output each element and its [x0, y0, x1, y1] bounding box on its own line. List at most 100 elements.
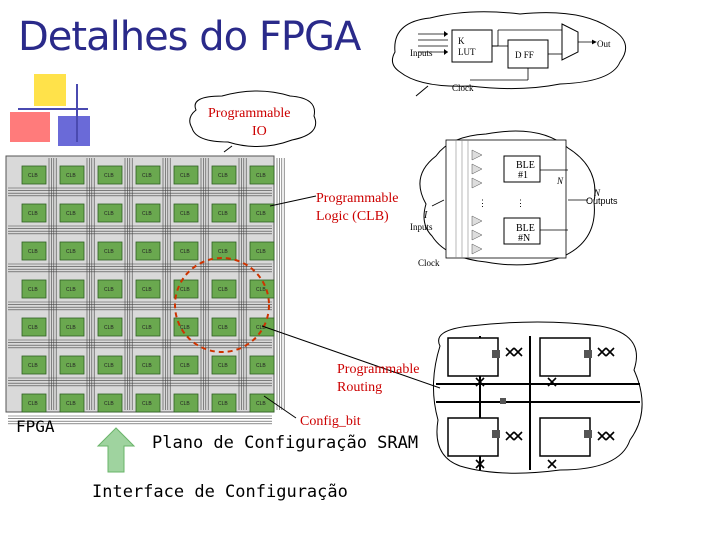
clb-block — [173, 355, 199, 375]
blen-label-line1: BLE — [516, 223, 535, 234]
lut-label-k: K — [458, 36, 465, 46]
clb-block — [59, 241, 85, 261]
ble-detail-cloud — [391, 11, 627, 97]
clb-label: CLB — [218, 287, 228, 293]
clb-block — [21, 279, 47, 299]
clb-block — [21, 355, 47, 375]
clb-label: CLB — [180, 287, 190, 293]
clb-label: CLB — [28, 249, 38, 255]
svg-text:⋮: ⋮ — [478, 198, 487, 208]
clb-label: CLB — [256, 325, 266, 331]
clb-label: CLB — [28, 363, 38, 369]
clb-label: CLB — [28, 211, 38, 217]
clb-block — [135, 279, 161, 299]
prog-io-label-line2: IO — [252, 124, 267, 139]
clb-label: CLB — [142, 211, 152, 217]
clb-label: CLB — [256, 249, 266, 255]
clb-block — [211, 317, 237, 337]
cluster-clock-label: Clock — [418, 258, 440, 268]
clb-label: CLB — [180, 401, 190, 407]
clb-label: CLB — [256, 211, 266, 217]
clb-block — [97, 317, 123, 337]
blue-horizontal-line — [18, 108, 88, 110]
clb-label: CLB — [104, 211, 114, 217]
clb-label: CLB — [142, 249, 152, 255]
clb-block — [211, 393, 237, 413]
clb-label: CLB — [180, 211, 190, 217]
svg-text:⋮: ⋮ — [516, 198, 525, 208]
clb-block — [21, 165, 47, 185]
clb-label: CLB — [180, 173, 190, 179]
clb-block — [135, 317, 161, 337]
lut-box — [451, 29, 493, 63]
clb-block — [21, 317, 47, 337]
yellow-square-decoration — [34, 74, 66, 106]
clb-label: CLB — [142, 287, 152, 293]
dashed-focus-circle — [174, 257, 270, 353]
clb-label: CLB — [142, 401, 152, 407]
clb-block — [97, 393, 123, 413]
clb-block — [21, 393, 47, 413]
page-title: Detalhes do FPGA — [18, 14, 361, 60]
ble1-label-line2: #1 — [518, 170, 528, 181]
clb-label: CLB — [218, 401, 228, 407]
clb-block — [135, 241, 161, 261]
clb-block — [249, 203, 275, 223]
n-top-label: N — [556, 176, 564, 186]
blue-vertical-line — [76, 84, 78, 142]
i-label: I — [423, 210, 428, 221]
outputs-label: Outputs — [586, 196, 618, 206]
clb-block — [135, 355, 161, 375]
clb-label: CLB — [104, 249, 114, 255]
clb-block — [97, 241, 123, 261]
routing-pointer-line — [261, 325, 441, 389]
up-arrow-icon — [96, 427, 136, 473]
clb-block — [135, 393, 161, 413]
lut-label-lut: LUT — [458, 47, 476, 57]
clb-block — [97, 203, 123, 223]
clb-block — [173, 165, 199, 185]
clb-label: CLB — [28, 325, 38, 331]
clb-block — [135, 165, 161, 185]
clb-block — [59, 165, 85, 185]
clb-block — [211, 165, 237, 185]
clb-label: CLB — [104, 401, 114, 407]
clb-label: CLB — [180, 363, 190, 369]
prog-routing-label-line1: Programmable — [337, 362, 419, 377]
clb-block — [59, 317, 85, 337]
clb-block — [97, 279, 123, 299]
clb-block — [59, 279, 85, 299]
config-interface-label: Interface de Configuração — [92, 482, 348, 502]
clb-label: CLB — [180, 249, 190, 255]
prog-routing-label-line2: Routing — [337, 380, 382, 395]
clb-block — [135, 203, 161, 223]
clb-label: CLB — [218, 363, 228, 369]
inputs-label: Inputs — [410, 48, 433, 58]
clb-block — [59, 203, 85, 223]
clb-block — [173, 203, 199, 223]
config-plane-label: Plano de Configuração SRAM — [152, 433, 418, 453]
ble1-label-line1: BLE — [516, 160, 535, 171]
clb-label: CLB — [66, 363, 76, 369]
clb-label: CLB — [28, 401, 38, 407]
clb-label: CLB — [218, 249, 228, 255]
clb-label: CLB — [142, 173, 152, 179]
clb-label: CLB — [28, 173, 38, 179]
clb-label: CLB — [66, 325, 76, 331]
clb-block — [173, 241, 199, 261]
clb-block — [249, 241, 275, 261]
clb-label: CLB — [180, 325, 190, 331]
clb-block — [97, 165, 123, 185]
clb-block — [173, 393, 199, 413]
ble-n-box — [503, 217, 541, 245]
ble-1-box — [503, 155, 541, 183]
clb-block — [249, 165, 275, 185]
clb-label: CLB — [104, 325, 114, 331]
config-bit-pointer — [263, 395, 297, 419]
clb-block — [59, 355, 85, 375]
clb-label: CLB — [218, 325, 228, 331]
output-mux — [561, 23, 579, 61]
fpga-array: CLB CLB CLB CLB CLB CLB CLB CLB CLB CLB CLB CLB CLB C… — [5, 155, 285, 425]
clb-label: CLB — [256, 363, 266, 369]
